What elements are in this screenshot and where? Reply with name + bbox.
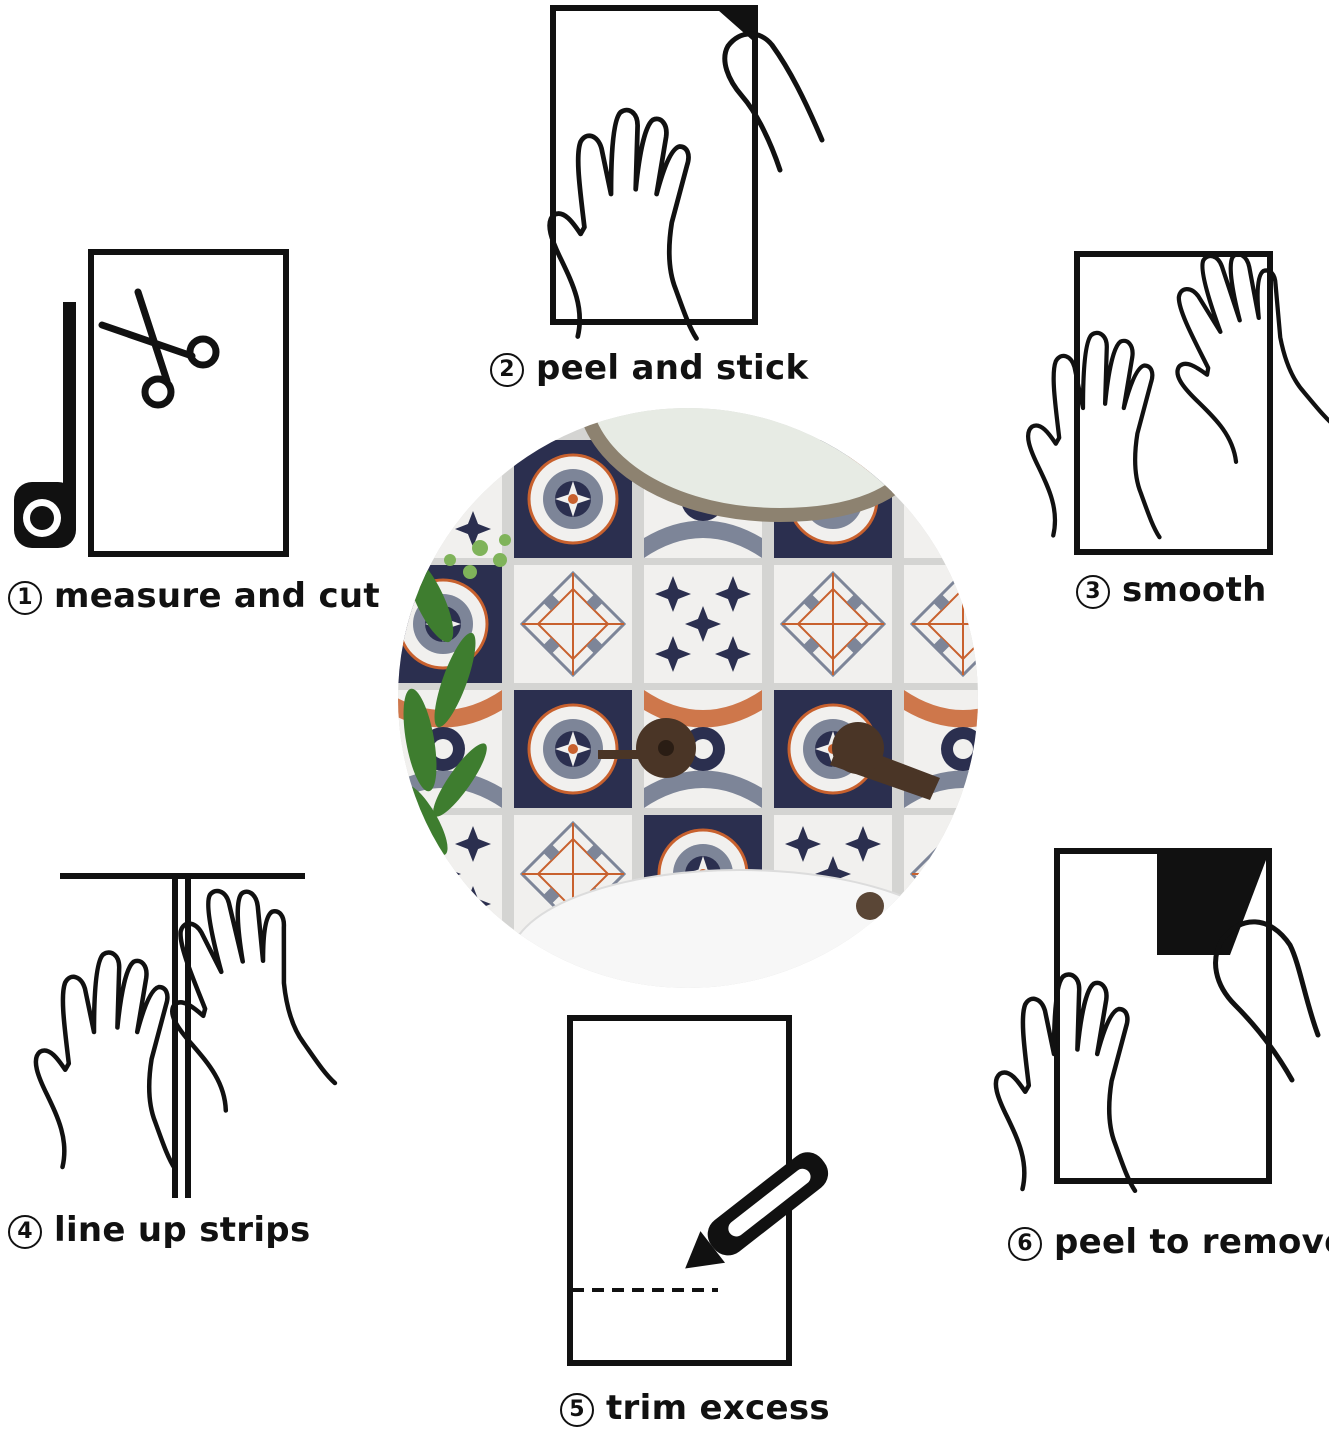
tape-measure-icon	[14, 302, 76, 548]
step-2-illustration	[550, 5, 825, 338]
scissors-icon	[98, 288, 220, 409]
step-number-badge: 4	[8, 1215, 42, 1249]
step-3-illustration	[1028, 235, 1329, 555]
step-5-illustration	[567, 1015, 829, 1366]
step-1-illustration	[14, 249, 289, 557]
utility-knife-icon	[685, 1152, 829, 1269]
step-4-illustration	[36, 874, 335, 1198]
step-number-badge: 2	[490, 353, 524, 387]
step-number-badge: 1	[8, 581, 42, 615]
step-6-illustration	[996, 848, 1321, 1191]
step-number-badge: 3	[1076, 575, 1110, 609]
tile-photo	[398, 408, 978, 988]
step-number-badge: 6	[1008, 1227, 1042, 1261]
step-number-badge: 5	[560, 1393, 594, 1427]
